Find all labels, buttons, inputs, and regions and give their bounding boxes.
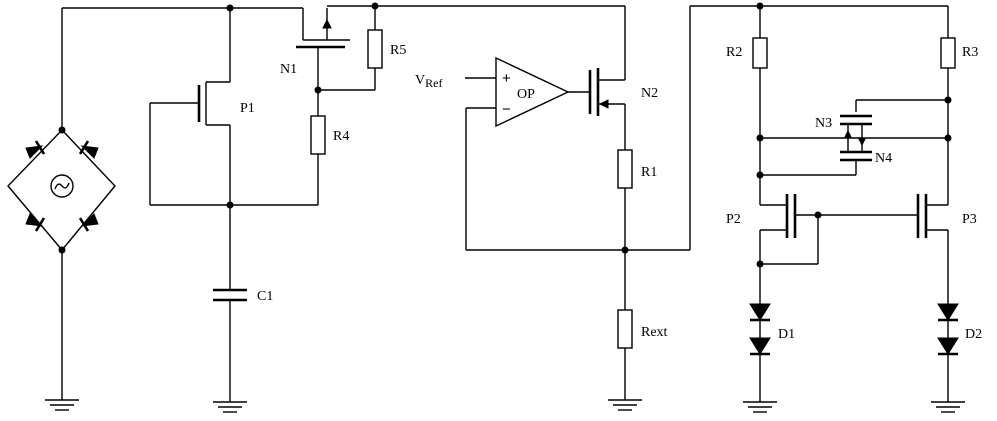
resistor-r1: R1 — [617, 149, 657, 189]
bridge-diode-bottom-left — [25, 213, 46, 232]
label-n1: N1 — [280, 62, 297, 77]
resistor-r2: R2 — [726, 37, 768, 69]
bridge-diode-top-right — [78, 140, 99, 159]
opamp-plus-label: + — [502, 70, 511, 87]
label-d1: D1 — [778, 327, 795, 342]
label-r4: R4 — [333, 129, 349, 144]
transistor-p2: P2 — [726, 194, 818, 238]
ground-symbol — [931, 401, 965, 413]
diode-d1: D1 — [749, 303, 795, 356]
label-p1: P1 — [240, 101, 255, 116]
label-n4: N4 — [875, 151, 892, 166]
resistor-r5: R5 — [367, 29, 406, 69]
ground-symbol — [213, 401, 247, 413]
label-r5: R5 — [390, 43, 406, 58]
label-r2: R2 — [726, 45, 742, 60]
label-c1: C1 — [257, 289, 273, 304]
bridge-rectifier — [7, 7, 230, 400]
label-r3: R3 — [962, 45, 978, 60]
label-n2: N2 — [641, 86, 658, 101]
transistor-n2: N2 — [588, 68, 658, 116]
label-n3: N3 — [815, 116, 832, 131]
label-d2: D2 — [965, 327, 982, 342]
label-vref: VRef — [415, 73, 442, 90]
resistor-r3: R3 — [940, 37, 978, 69]
bridge-diode-top-left — [25, 140, 46, 159]
bridge-diode-bottom-right — [78, 213, 99, 232]
transistor-p1: P1 — [150, 81, 255, 126]
opamp: + − OP — [495, 56, 570, 128]
ground-symbol — [743, 401, 777, 413]
diode-d2: D2 — [937, 303, 982, 356]
ground-symbol — [608, 399, 642, 411]
label-op: OP — [517, 87, 535, 102]
transistor-p3: P3 — [916, 194, 977, 238]
resistor-rext: Rext — [617, 309, 668, 349]
label-p2: P2 — [726, 212, 741, 227]
label-rext: Rext — [641, 325, 668, 340]
transistor-n1: N1 — [280, 8, 350, 77]
transistor-n3-n4: N3 N4 — [815, 114, 892, 175]
resistor-r4: R4 — [310, 115, 349, 155]
label-p3: P3 — [962, 212, 977, 227]
label-r1: R1 — [641, 165, 657, 180]
capacitor-c1: C1 — [213, 288, 273, 304]
ground-symbol — [45, 399, 79, 411]
opamp-minus-label: − — [502, 101, 511, 118]
